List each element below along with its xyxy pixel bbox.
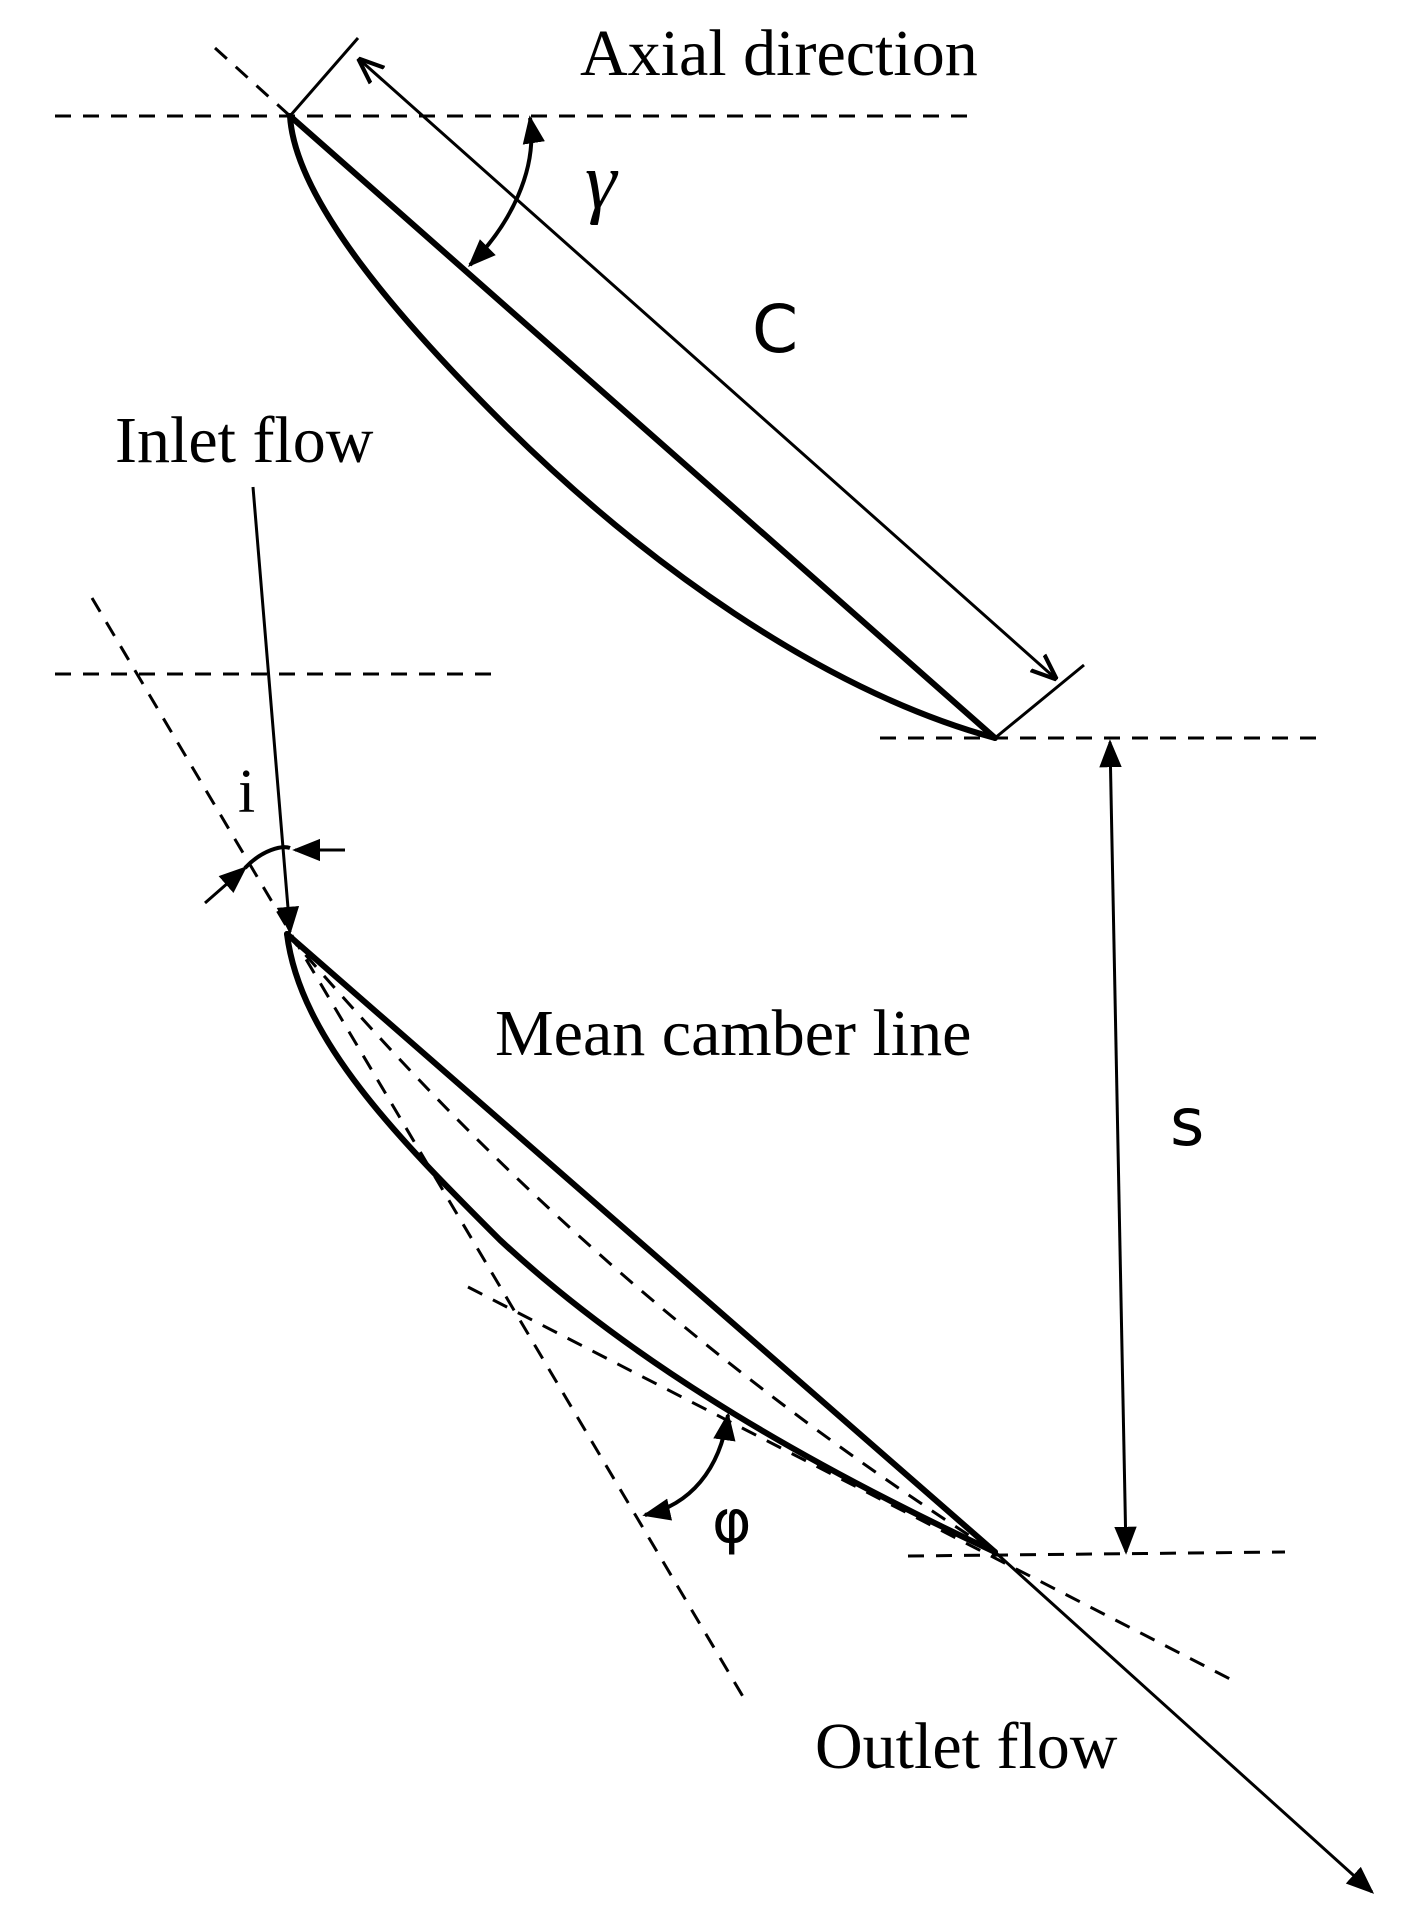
stagger-reference-dashed-line [213, 46, 292, 118]
stagger-angle-label: γ [585, 138, 619, 226]
camber-angle-label: φ [712, 1487, 752, 1557]
mean-camber-line-label: Mean camber line [495, 997, 971, 1070]
outlet-flow-arrow [993, 1550, 1375, 1894]
chord-length-arrow [360, 60, 1055, 678]
outlet-camber-tangent-dashed-line [467, 1285, 1233, 1682]
axial-direction-label: Axial direction [580, 17, 978, 90]
chord-label: C [752, 291, 798, 368]
chord-extension-tick-leading [288, 37, 360, 117]
lower-blade-suction-surface [284, 931, 998, 1555]
incidence-left-arrow [204, 866, 248, 905]
stagger-angle-arc [468, 115, 545, 267]
inlet-flow-label: Inlet flow [115, 404, 374, 477]
outlet-flow-label: Outlet flow [815, 1710, 1118, 1783]
camber-angle-arc [642, 1412, 736, 1521]
incidence-angle-label: i [238, 758, 255, 826]
incidence-angle-arc [243, 845, 291, 870]
pitch-reference-dashed-line-bottom [907, 1550, 1286, 1558]
chord-extension-tick-trailing [994, 663, 1085, 740]
pitch-arrow [1099, 739, 1137, 1555]
inlet-camber-tangent-dashed-line [90, 597, 747, 1701]
pitch-label: s [1170, 1084, 1204, 1161]
inlet-flow-arrow [251, 486, 300, 935]
lower-blade-pressure-surface [284, 931, 998, 1555]
upper-blade-chord-line [287, 113, 998, 741]
